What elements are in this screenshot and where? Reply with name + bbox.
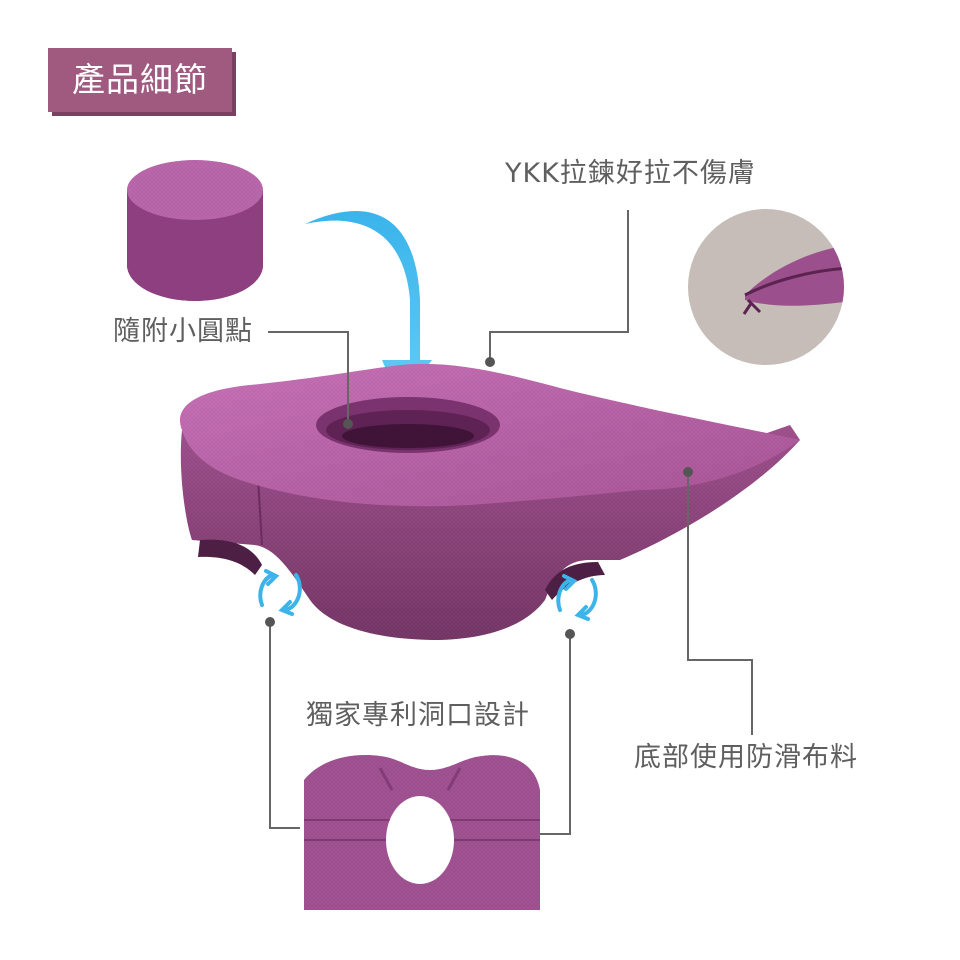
insert-arrow-icon [305, 210, 432, 402]
label-patented-hole-design: 獨家專利洞口設計 [306, 700, 530, 731]
label-anti-slip-fabric: 底部使用防滑布料 [634, 742, 858, 773]
section-title-badge: 產品細節 [48, 48, 232, 112]
label-small-round-cushion: 隨附小圓點 [113, 316, 253, 347]
zipper-detail-circle [688, 209, 844, 365]
callout-lines [268, 210, 753, 835]
label-ykk-zipper: YKK拉鍊好拉不傷膚 [505, 158, 756, 189]
rotate-arrow-left-icon [258, 569, 302, 616]
rotate-arrow-right-icon [556, 574, 598, 621]
hole-detail-view [304, 755, 540, 910]
small-round-cushion [127, 160, 263, 301]
callout-dots [265, 357, 693, 639]
main-seat-cushion [179, 363, 801, 640]
